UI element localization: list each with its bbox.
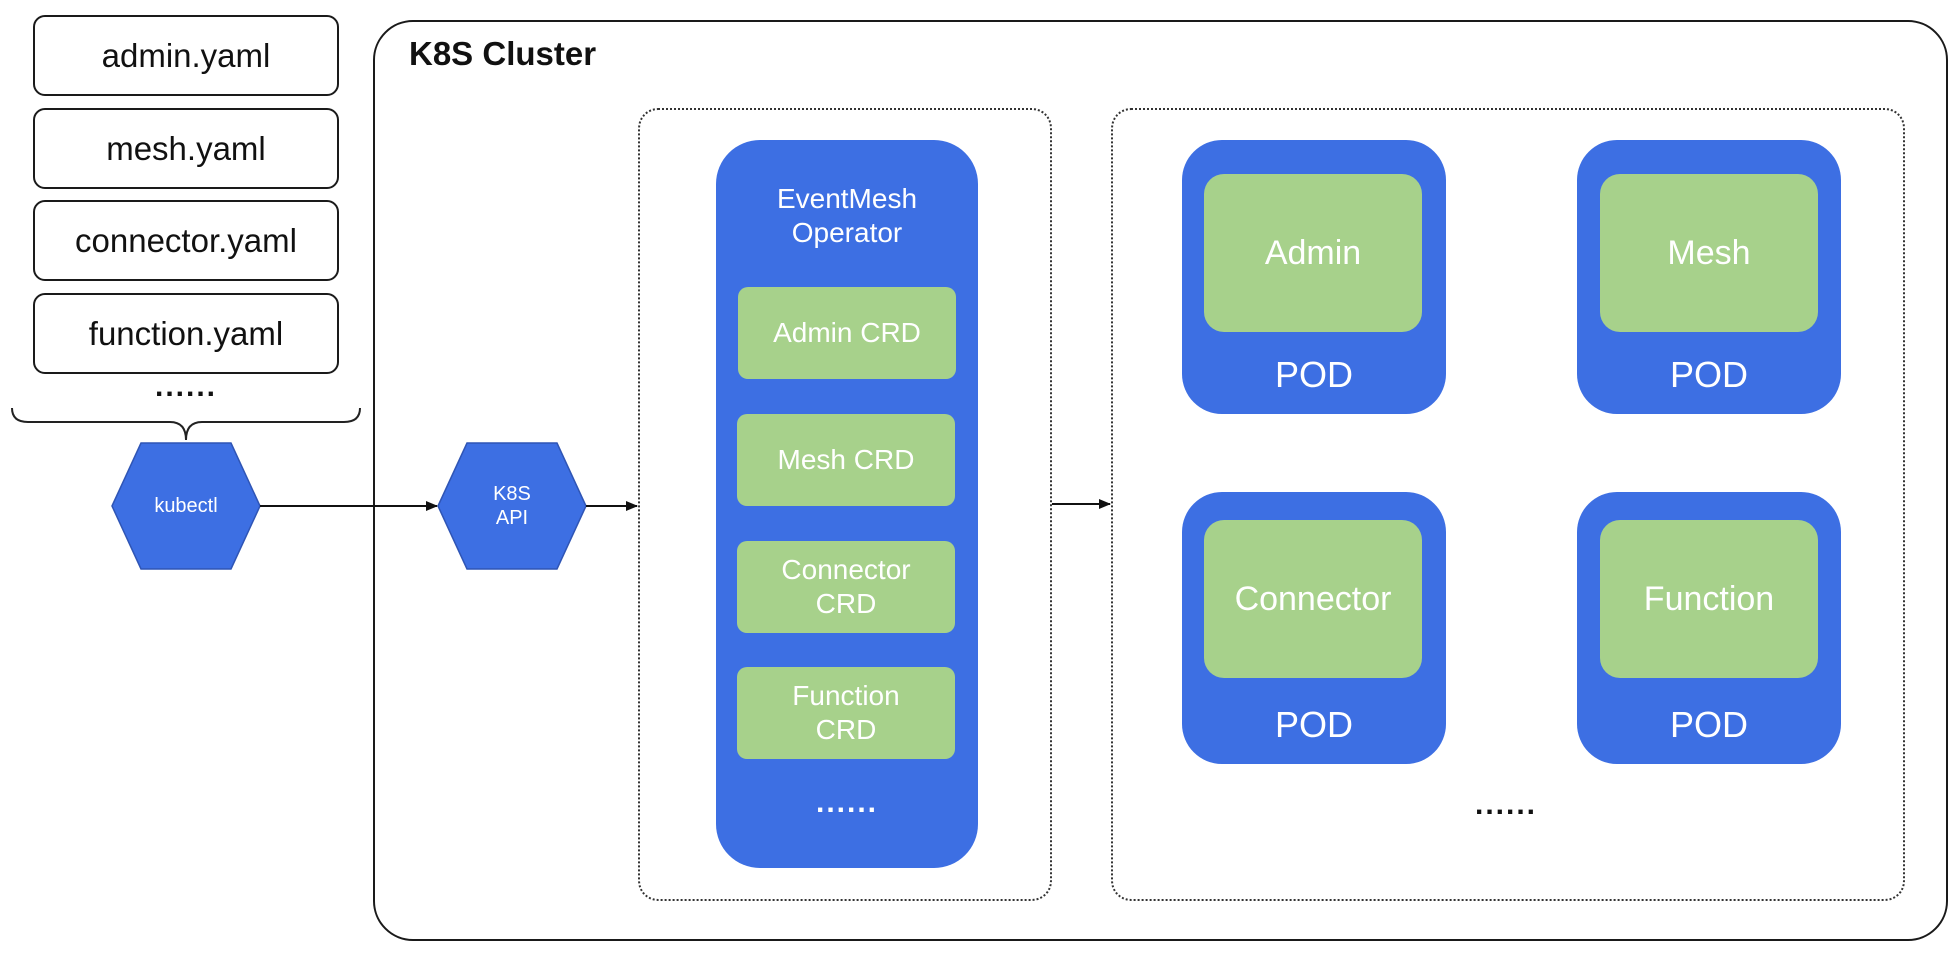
crd-label: Mesh CRD [777, 444, 915, 475]
cluster-title: K8S Cluster [409, 35, 597, 72]
operator-title: EventMesh Operator [716, 182, 978, 250]
operator-title-line: Operator [791, 217, 903, 248]
crd-label: Function [792, 680, 900, 711]
pod-name: Mesh [1667, 233, 1751, 272]
pod-mesh-container: Mesh [1600, 174, 1818, 332]
pod-connector-container: Connector [1204, 520, 1422, 678]
crd-label: Connector [781, 554, 911, 585]
crd-admin: Admin CRD [738, 287, 956, 379]
pod-name: Connector [1234, 579, 1392, 618]
yaml-file-label: admin.yaml [101, 36, 271, 74]
pod-name: Function [1643, 579, 1775, 618]
k8s-api-label: K8S API [438, 481, 586, 531]
operator-group [638, 108, 1052, 901]
yaml-file-connector: connector.yaml [33, 200, 339, 281]
yaml-file-label: mesh.yaml [106, 129, 266, 167]
pods-more-ellipsis: ...... [1474, 788, 1537, 821]
crd-mesh: Mesh CRD [737, 414, 955, 506]
operator-title-line: EventMesh [776, 183, 918, 214]
yaml-file-label: function.yaml [88, 314, 284, 352]
kubectl-label: kubectl [154, 495, 218, 517]
k8s-api-line: API [495, 507, 529, 529]
yaml-file-label: connector.yaml [75, 221, 297, 259]
pod-label: POD [1274, 354, 1353, 395]
crd-function: Function CRD [737, 667, 955, 759]
yaml-file-mesh: mesh.yaml [33, 108, 339, 189]
pod-name: Admin [1264, 233, 1362, 272]
crd-connector: Connector CRD [737, 541, 955, 633]
yaml-file-function: function.yaml [33, 293, 339, 374]
pod-label: POD [1274, 704, 1353, 745]
yaml-more-ellipsis: ...... [154, 370, 217, 403]
pod-label: POD [1669, 354, 1748, 395]
pod-function-container: Function [1600, 520, 1818, 678]
pods-group [1111, 108, 1905, 901]
curly-brace [11, 407, 361, 441]
yaml-file-admin: admin.yaml [33, 15, 339, 96]
k8s-api-line: K8S [493, 483, 531, 505]
crd-label: CRD [815, 588, 877, 619]
crd-label: CRD [815, 714, 877, 745]
crd-label: Admin CRD [773, 317, 921, 348]
pod-admin-container: Admin [1204, 174, 1422, 332]
operator-more-ellipsis: ...... [815, 786, 878, 819]
pod-label: POD [1669, 704, 1748, 745]
